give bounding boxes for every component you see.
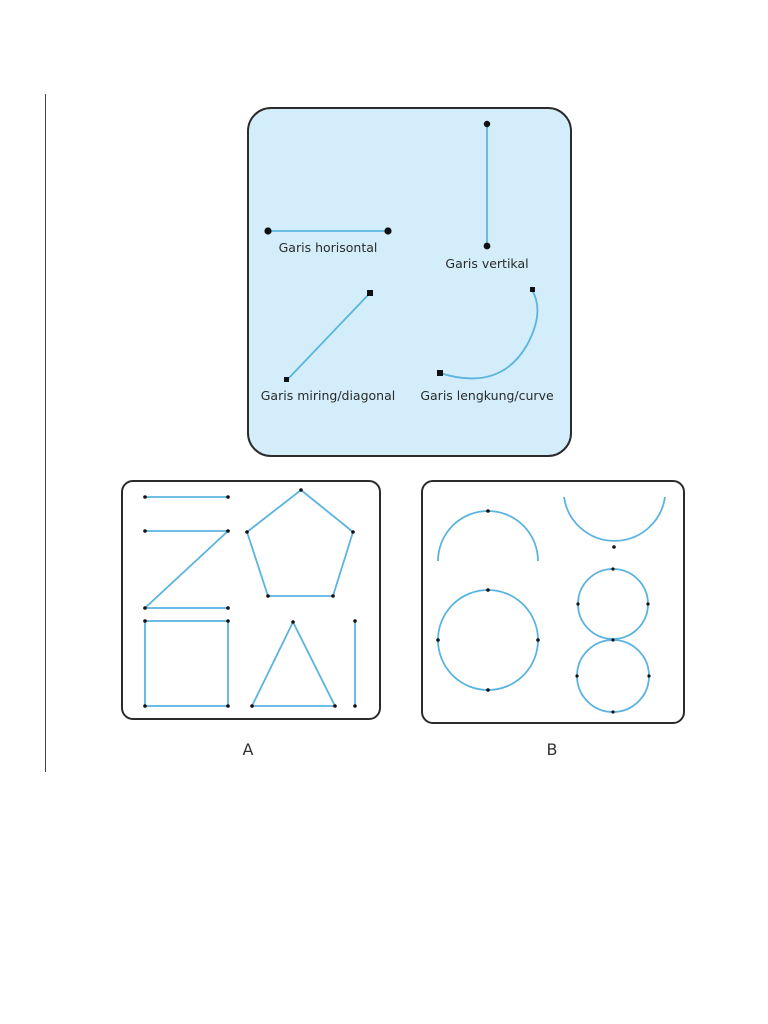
point-dot (436, 638, 440, 642)
point-dot (351, 530, 355, 534)
point-dot (143, 529, 147, 533)
point-dot (611, 567, 615, 571)
point-dot (226, 606, 230, 610)
horizontal-line-example: Garis horisontal (264, 227, 392, 255)
circle-upper (577, 568, 649, 640)
diagonal-line-label: Garis miring/diagonal (261, 388, 395, 403)
endpoint-dot (483, 120, 491, 128)
figure-b-panel (421, 480, 685, 724)
point-dot (143, 704, 147, 708)
figure-b-shapes (436, 496, 666, 714)
point-dot (486, 509, 490, 513)
point-dot (486, 588, 490, 592)
point-dot (353, 704, 357, 708)
point-dot (226, 704, 230, 708)
point-dot (646, 602, 650, 606)
point-dot (226, 529, 230, 533)
point-dot (353, 619, 357, 623)
point-dot (250, 704, 254, 708)
point-dot (611, 710, 615, 714)
point-dot (245, 530, 249, 534)
endpoint-square (530, 287, 535, 292)
triangle (250, 619, 337, 707)
point-dot (226, 495, 230, 499)
point-dot (299, 488, 303, 492)
arch-curve (437, 510, 539, 562)
line-types-panel (247, 107, 572, 457)
point-dot (226, 619, 230, 623)
vertical-line-example: Garis vertikal (445, 120, 529, 271)
vertical-line-label: Garis vertikal (445, 256, 528, 271)
figure-a-caption: A (243, 740, 254, 759)
figure-a-shapes (142, 488, 357, 708)
endpoint-dot (483, 242, 491, 250)
point-dot (486, 688, 490, 692)
point-dot (143, 495, 147, 499)
curve-line-label: Garis lengkung/curve (420, 388, 554, 403)
endpoint-square (437, 370, 443, 376)
point-dot (575, 674, 579, 678)
point-dot (612, 545, 616, 549)
circle-large (437, 589, 539, 691)
square (144, 620, 229, 707)
point-dot (333, 704, 337, 708)
endpoint-dot (264, 227, 272, 235)
endpoint-dot (384, 227, 392, 235)
endpoint-square (367, 290, 373, 296)
diagonal-line-example: Garis miring/diagonal (261, 290, 395, 403)
point-dot (536, 638, 540, 642)
z-shape (142, 530, 231, 609)
diagonal-line (286, 292, 371, 381)
point-dot (331, 594, 335, 598)
point-dot (143, 619, 147, 623)
point-dot (647, 674, 651, 678)
pentagon (245, 488, 355, 597)
point-dot (266, 594, 270, 598)
figure-b-caption: B (547, 740, 558, 759)
point-dot (291, 620, 295, 624)
curve-line-example: Garis lengkung/curve (420, 287, 554, 403)
point-dot (611, 638, 615, 642)
point-dot (576, 602, 580, 606)
point-dot (143, 606, 147, 610)
bowl-curve (563, 496, 666, 542)
curve-line (439, 289, 539, 380)
horizontal-line-label: Garis horisontal (279, 240, 378, 255)
circle-lower (576, 639, 650, 713)
endpoint-square (284, 377, 289, 382)
page-margin-rule (45, 94, 46, 772)
